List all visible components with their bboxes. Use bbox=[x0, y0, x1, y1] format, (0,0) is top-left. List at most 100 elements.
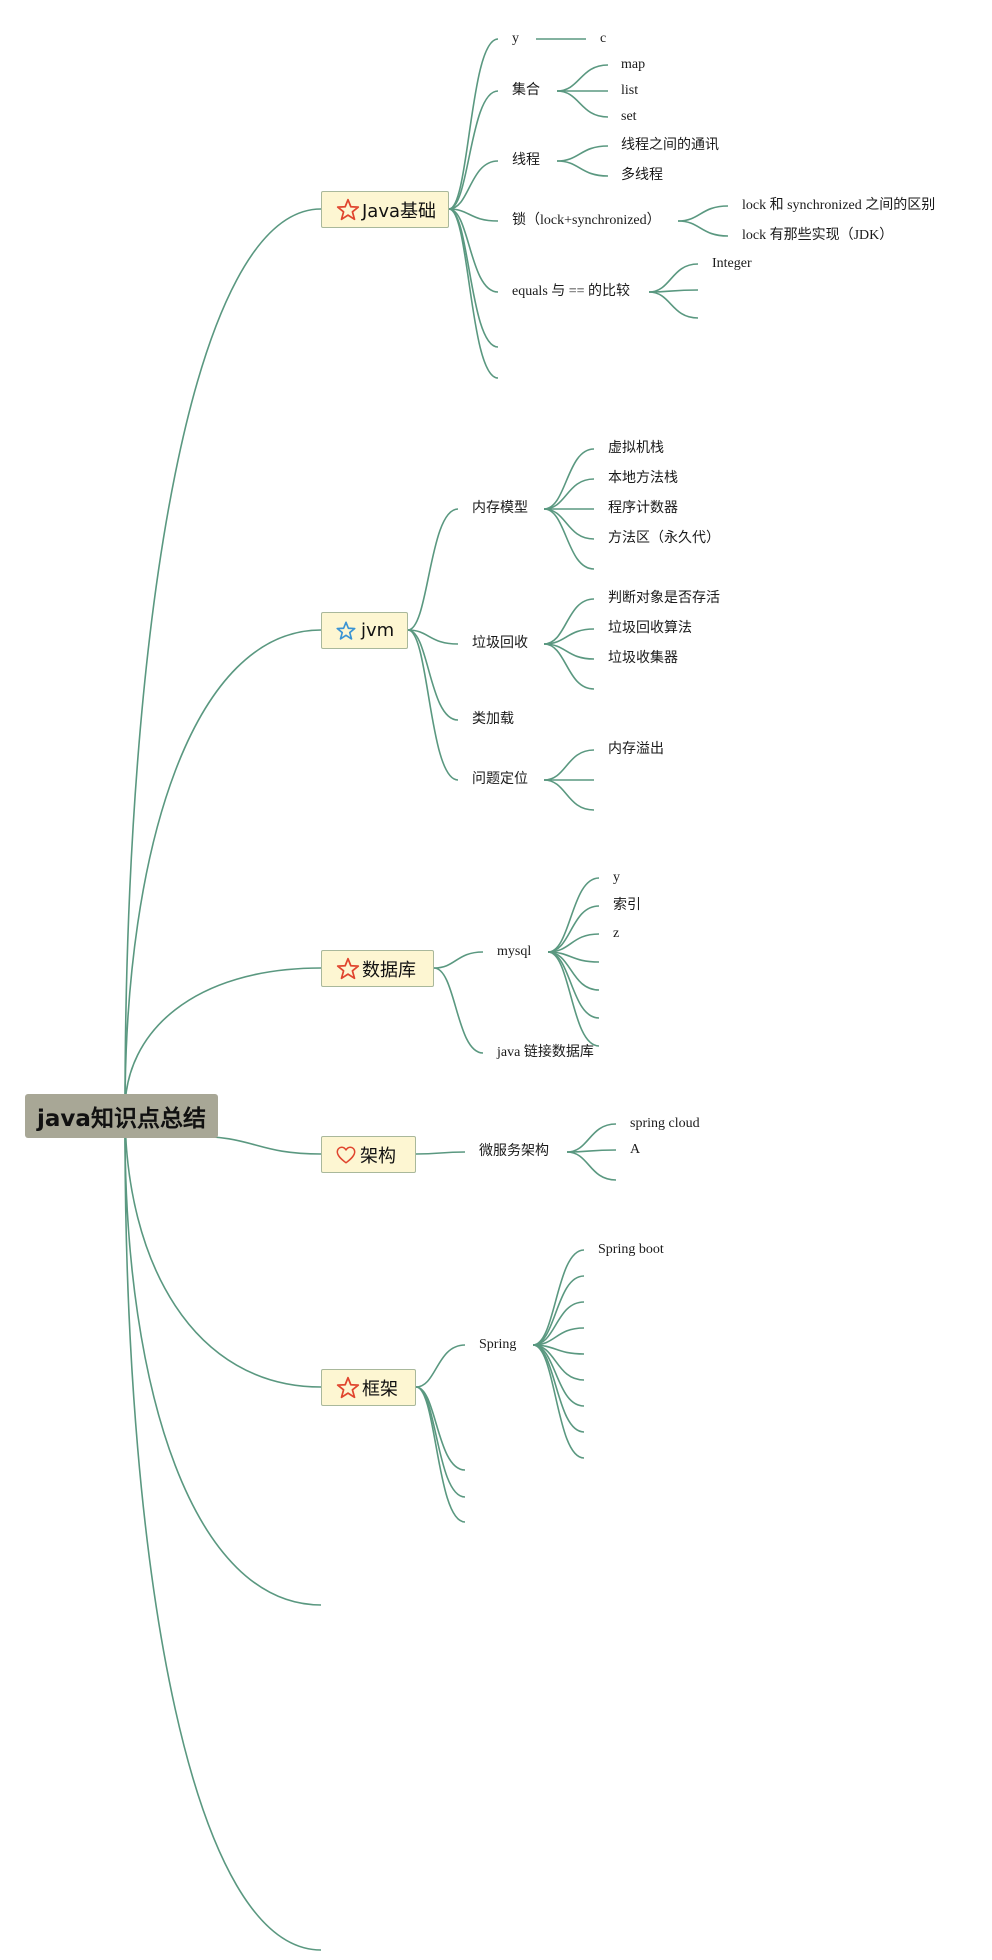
connector-line bbox=[415, 1344, 466, 1388]
topic-memory-model[interactable]: 内存模型 bbox=[472, 501, 528, 516]
topic-gc-algo[interactable]: 垃圾回收算法 bbox=[608, 621, 692, 636]
connector-line bbox=[124, 967, 322, 1111]
connector-line bbox=[448, 208, 499, 222]
connector-line bbox=[407, 508, 459, 631]
connector-line bbox=[124, 1109, 322, 1388]
node-framework-label: 框架 bbox=[362, 1378, 398, 1400]
topic-integer[interactable]: Integer bbox=[712, 256, 752, 271]
connector-line bbox=[124, 1129, 322, 1951]
topic-method-area[interactable]: 方法区（永久代） bbox=[608, 531, 720, 546]
connector-line bbox=[543, 779, 595, 811]
connector-line bbox=[556, 64, 609, 92]
connector-line bbox=[547, 877, 600, 953]
connector-line bbox=[532, 1301, 585, 1346]
topic-lock-vs-sync[interactable]: lock 和 synchronized 之间的区别 bbox=[742, 198, 936, 213]
node-java-basics[interactable]: Java基础 bbox=[321, 191, 449, 228]
topic-spring-boot[interactable]: Spring boot bbox=[598, 1242, 664, 1257]
topic-lock-impls[interactable]: lock 有那些实现（JDK） bbox=[742, 228, 894, 243]
connector-line bbox=[543, 508, 595, 540]
connector-line bbox=[448, 208, 499, 379]
node-java-basics-label: Java基础 bbox=[362, 200, 437, 222]
connector-line bbox=[543, 749, 595, 781]
connector-line bbox=[677, 220, 729, 237]
connector-line bbox=[433, 951, 484, 969]
connector-line bbox=[543, 643, 595, 690]
topic-gc-collector[interactable]: 垃圾收集器 bbox=[608, 651, 678, 666]
topic-db-y[interactable]: y bbox=[613, 870, 620, 885]
topic-gc[interactable]: 垃圾回收 bbox=[472, 636, 528, 651]
topic-index[interactable]: 索引 bbox=[613, 898, 641, 913]
connector-line bbox=[415, 1386, 466, 1523]
root-title: java知识点总结 bbox=[37, 1106, 206, 1132]
red-heart-icon bbox=[336, 1145, 356, 1164]
topic-db-z[interactable]: z bbox=[613, 926, 620, 941]
root-node[interactable]: java知识点总结 bbox=[25, 1094, 218, 1138]
topic-collections[interactable]: 集合 bbox=[512, 83, 540, 98]
connector-line bbox=[407, 629, 459, 645]
topic-microservice[interactable]: 微服务架构 bbox=[479, 1144, 549, 1159]
node-database-label: 数据库 bbox=[362, 959, 416, 981]
connector-line bbox=[543, 478, 595, 510]
node-architecture[interactable]: 架构 bbox=[321, 1136, 416, 1173]
node-architecture-label: 架构 bbox=[360, 1145, 396, 1167]
connector-line bbox=[547, 951, 600, 1047]
node-database[interactable]: 数据库 bbox=[321, 950, 434, 987]
connector-line bbox=[532, 1275, 585, 1346]
connector-line bbox=[556, 145, 609, 162]
topic-y[interactable]: y bbox=[512, 31, 519, 46]
topic-c[interactable]: c bbox=[600, 31, 607, 46]
connector-line bbox=[648, 291, 699, 319]
topic-map[interactable]: map bbox=[621, 57, 646, 72]
topic-spring[interactable]: Spring bbox=[479, 1337, 517, 1352]
red-star-icon bbox=[336, 1376, 360, 1398]
connector-line bbox=[648, 263, 699, 293]
topic-spring-cloud[interactable]: spring cloud bbox=[630, 1116, 700, 1131]
node-jvm[interactable]: jvm bbox=[321, 612, 408, 649]
connector-line bbox=[124, 208, 322, 1111]
connector-line bbox=[448, 208, 499, 293]
topic-threads[interactable]: 线程 bbox=[512, 153, 540, 168]
topic-list[interactable]: list bbox=[621, 83, 639, 98]
node-framework[interactable]: 框架 bbox=[321, 1369, 416, 1406]
topic-jdbc[interactable]: java 链接数据库 bbox=[497, 1045, 594, 1060]
topic-troubleshoot[interactable]: 问题定位 bbox=[472, 772, 528, 787]
connector-line bbox=[415, 1386, 466, 1498]
topic-vm-stack[interactable]: 虚拟机栈 bbox=[608, 441, 664, 456]
topic-a[interactable]: A bbox=[630, 1142, 641, 1157]
connector-line bbox=[448, 208, 499, 348]
connector-line bbox=[547, 933, 600, 953]
connector-line bbox=[532, 1344, 585, 1459]
connector-line bbox=[415, 1151, 466, 1155]
connector-line bbox=[448, 90, 499, 210]
connector-line bbox=[566, 1151, 617, 1181]
topic-lock[interactable]: 锁（lock+synchronized） bbox=[512, 213, 661, 228]
red-star-icon bbox=[336, 198, 360, 220]
connector-line bbox=[532, 1249, 585, 1346]
connector-line bbox=[448, 160, 499, 210]
connector-line bbox=[556, 160, 609, 177]
red-star-icon bbox=[336, 957, 360, 979]
connector-line bbox=[547, 905, 600, 953]
topic-mysql[interactable]: mysql bbox=[497, 944, 532, 959]
connector-line bbox=[433, 967, 484, 1054]
blue-star-icon bbox=[336, 620, 356, 640]
topic-gc-alive[interactable]: 判断对象是否存活 bbox=[608, 591, 720, 606]
connector-line bbox=[543, 598, 595, 645]
connector-line bbox=[566, 1123, 617, 1153]
topic-multithread[interactable]: 多线程 bbox=[621, 168, 663, 183]
connector-line bbox=[448, 38, 499, 210]
connector-line bbox=[677, 205, 729, 222]
connector-line bbox=[124, 629, 322, 1111]
topic-thread-comm[interactable]: 线程之间的通讯 bbox=[621, 138, 719, 153]
topic-class-loading[interactable]: 类加载 bbox=[472, 712, 514, 727]
connector-line bbox=[189, 1135, 322, 1155]
topic-oom[interactable]: 内存溢出 bbox=[608, 742, 664, 757]
topic-set[interactable]: set bbox=[621, 109, 637, 124]
topic-native-stack[interactable]: 本地方法栈 bbox=[608, 471, 678, 486]
topic-equals[interactable]: equals 与 == 的比较 bbox=[512, 284, 631, 299]
topic-pc-counter[interactable]: 程序计数器 bbox=[608, 501, 678, 516]
node-jvm-label: jvm bbox=[361, 620, 395, 641]
connector-line bbox=[407, 629, 459, 781]
connector-line bbox=[556, 90, 609, 118]
